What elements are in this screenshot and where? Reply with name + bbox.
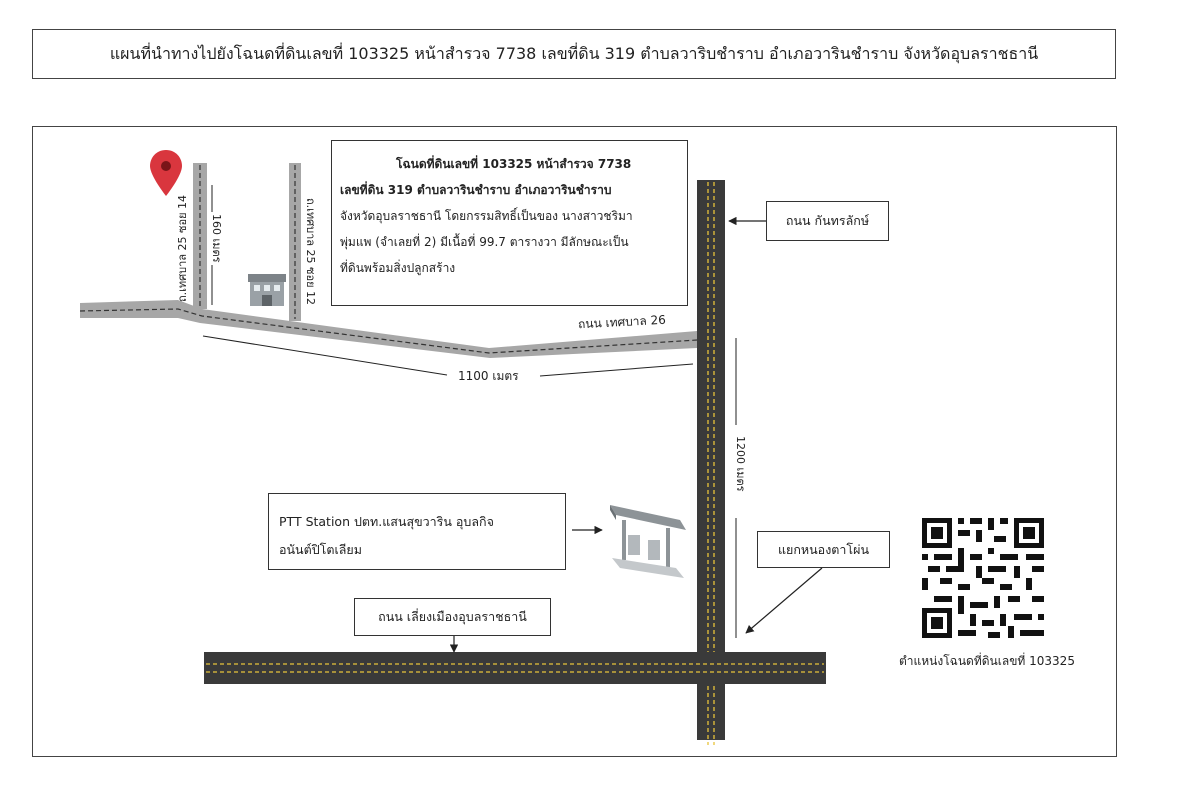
map-frame bbox=[32, 126, 1117, 757]
qr-code-icon bbox=[920, 516, 1046, 640]
liang-mueang-callout: ถนน เลี่ยงเมืองอุบลราชธานี bbox=[354, 598, 551, 636]
junction-label: แยกหนองตาโผ่น bbox=[777, 541, 870, 557]
liang-mueang-label: ถนน เลี่ยงเมืองอุบลราชธานี bbox=[378, 609, 527, 624]
kanthararak-callout: ถนน กันทรลักษ์ bbox=[766, 201, 889, 241]
road-liang-mueang bbox=[204, 652, 826, 684]
ptt-line-2: อนันต์ปิโตเลียม bbox=[279, 542, 362, 557]
info-line-2: เลขที่ดิน 319 ตำบลวารินชำราบ อำเภอวารินช… bbox=[340, 183, 612, 197]
location-pin-icon bbox=[150, 150, 182, 196]
qr-caption: ตำแหน่งโฉนดที่ดินเลขที่ 103325 bbox=[899, 654, 1075, 668]
distance-160-label: 160 เมตร bbox=[210, 212, 223, 265]
ptt-callout: PTT Station ปตท.แสนสุขวาริน อุบลกิจ อนัน… bbox=[268, 493, 566, 570]
kanthararak-label: ถนน กันทรลักษ์ bbox=[785, 213, 870, 228]
info-line-1: โฉนดที่ดินเลขที่ 103325 หน้าสำรวจ 7738 bbox=[396, 157, 632, 171]
distance-1100-label: 1100 เมตร bbox=[458, 369, 519, 383]
road-soi-12 bbox=[289, 163, 301, 321]
map-title: แผนที่นำทางไปยังโฉนดที่ดินเลขที่ 103325 … bbox=[109, 43, 1039, 63]
info-line-4: พุ่มแพ (จำเลยที่ 2) มีเนื้อที่ 99.7 ตารา… bbox=[340, 235, 629, 249]
land-info-box: โฉนดที่ดินเลขที่ 103325 หน้าสำรวจ 7738 เ… bbox=[331, 140, 688, 306]
road-soi-14 bbox=[193, 163, 207, 309]
map-title-box: แผนที่นำทางไปยังโฉนดที่ดินเลขที่ 103325 … bbox=[32, 29, 1116, 79]
info-line-5: ที่ดินพร้อมสิ่งปลูกสร้าง bbox=[340, 261, 456, 275]
distance-line-1100-left bbox=[202, 335, 448, 376]
road-kanthararak bbox=[697, 180, 725, 745]
ptt-line-1: PTT Station ปตท.แสนสุขวาริน อุบลกิจ bbox=[279, 514, 494, 529]
info-line-3: จังหวัดอุบลราชธานี โดยกรรมสิทธิ์เป็นของ … bbox=[340, 209, 633, 223]
junction-callout: แยกหนองตาโผ่น bbox=[757, 531, 890, 568]
arrow-junction bbox=[745, 567, 823, 634]
soi-14-label: ถ.เทศบาล 25 ซอย 14 bbox=[176, 194, 189, 302]
distance-line-1100-right bbox=[539, 363, 694, 377]
road-thetsaban-26 bbox=[79, 300, 698, 358]
building-icon bbox=[248, 274, 286, 306]
distance-1200-label: 1200 เมตร bbox=[734, 436, 747, 492]
gas-station-icon bbox=[610, 505, 686, 578]
soi-12-label: ถ.เทศบาล 25 ซอย 12 bbox=[304, 198, 317, 306]
